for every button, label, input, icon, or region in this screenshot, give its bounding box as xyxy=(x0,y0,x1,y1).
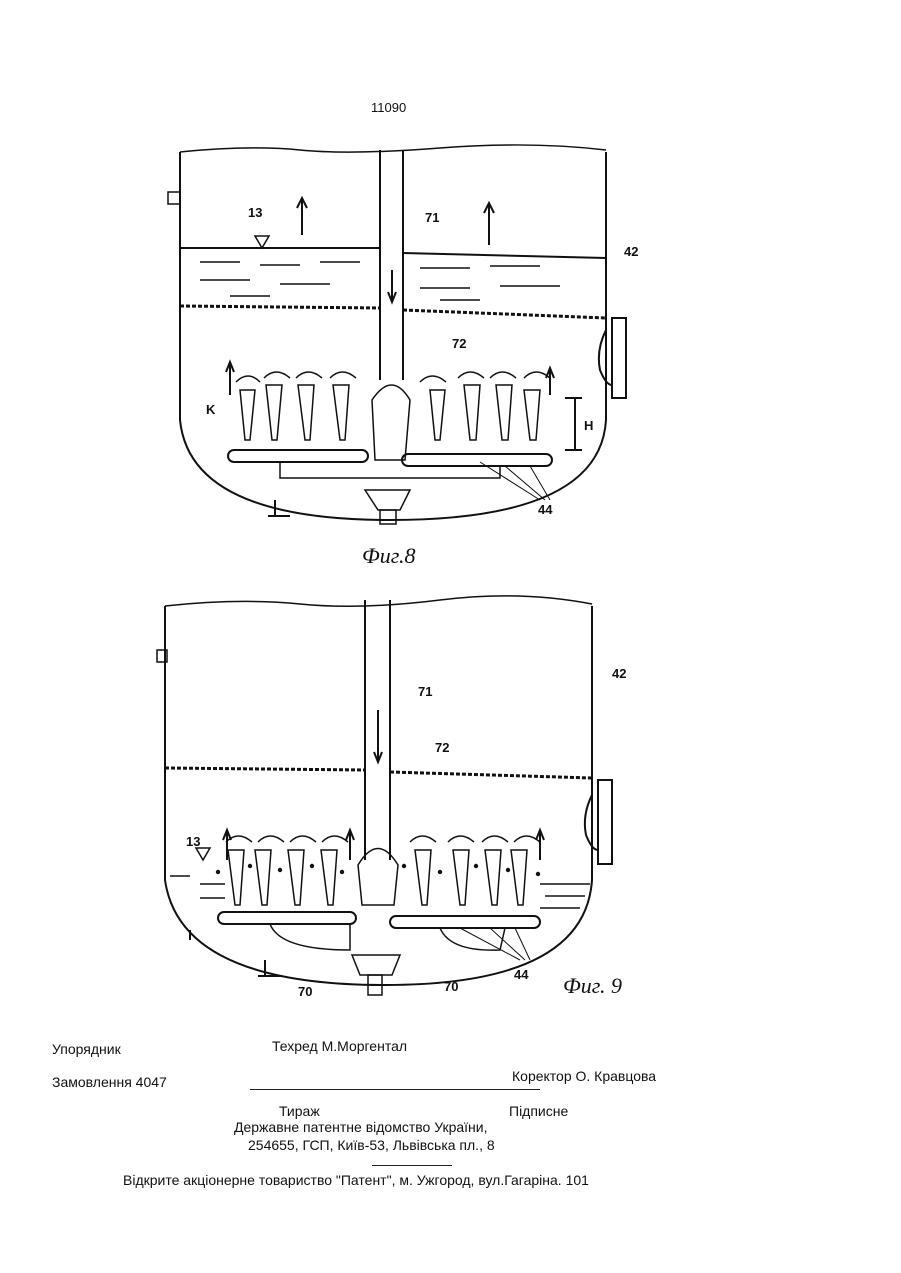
fig8-label-42: 42 xyxy=(624,244,638,259)
fig8-label-h: H xyxy=(584,418,593,433)
techred: Техред М.Моргентал xyxy=(272,1038,407,1054)
fig8-label-71: 71 xyxy=(425,210,439,225)
fig9-label-71: 71 xyxy=(418,684,432,699)
patent-office: Державне патентне відомство України, xyxy=(234,1119,488,1135)
figure-8-caption: Фиг.8 xyxy=(362,543,416,569)
fig9-label-44: 44 xyxy=(514,967,528,982)
order-number: Замовлення 4047 xyxy=(52,1074,167,1090)
fig9-label-13: 13 xyxy=(186,834,200,849)
fig8-label-k: K xyxy=(206,402,215,417)
printer-info: Відкрите акціонерне товариство "Патент",… xyxy=(123,1172,589,1188)
fig9-label-42: 42 xyxy=(612,666,626,681)
fig8-label-44: 44 xyxy=(538,502,552,517)
fig9-label-72: 72 xyxy=(435,740,449,755)
patent-office-address: 254655, ГСП, Київ-53, Львівська пл., 8 xyxy=(248,1137,495,1153)
circulation: Тираж xyxy=(279,1103,320,1119)
proofreader: Коректор О. Кравцова xyxy=(512,1068,656,1084)
fig9-label-70-right: 70 xyxy=(444,979,458,994)
fig8-label-72: 72 xyxy=(452,336,466,351)
fig8-label-13: 13 xyxy=(248,205,262,220)
figure-9-caption: Фиг. 9 xyxy=(563,973,622,999)
subscription: Підписне xyxy=(509,1103,568,1119)
footer-rule xyxy=(250,1089,540,1090)
compiler-label: Упорядник xyxy=(52,1041,121,1057)
printer-rule xyxy=(372,1165,452,1166)
fig9-label-70-left: 70 xyxy=(298,984,312,999)
